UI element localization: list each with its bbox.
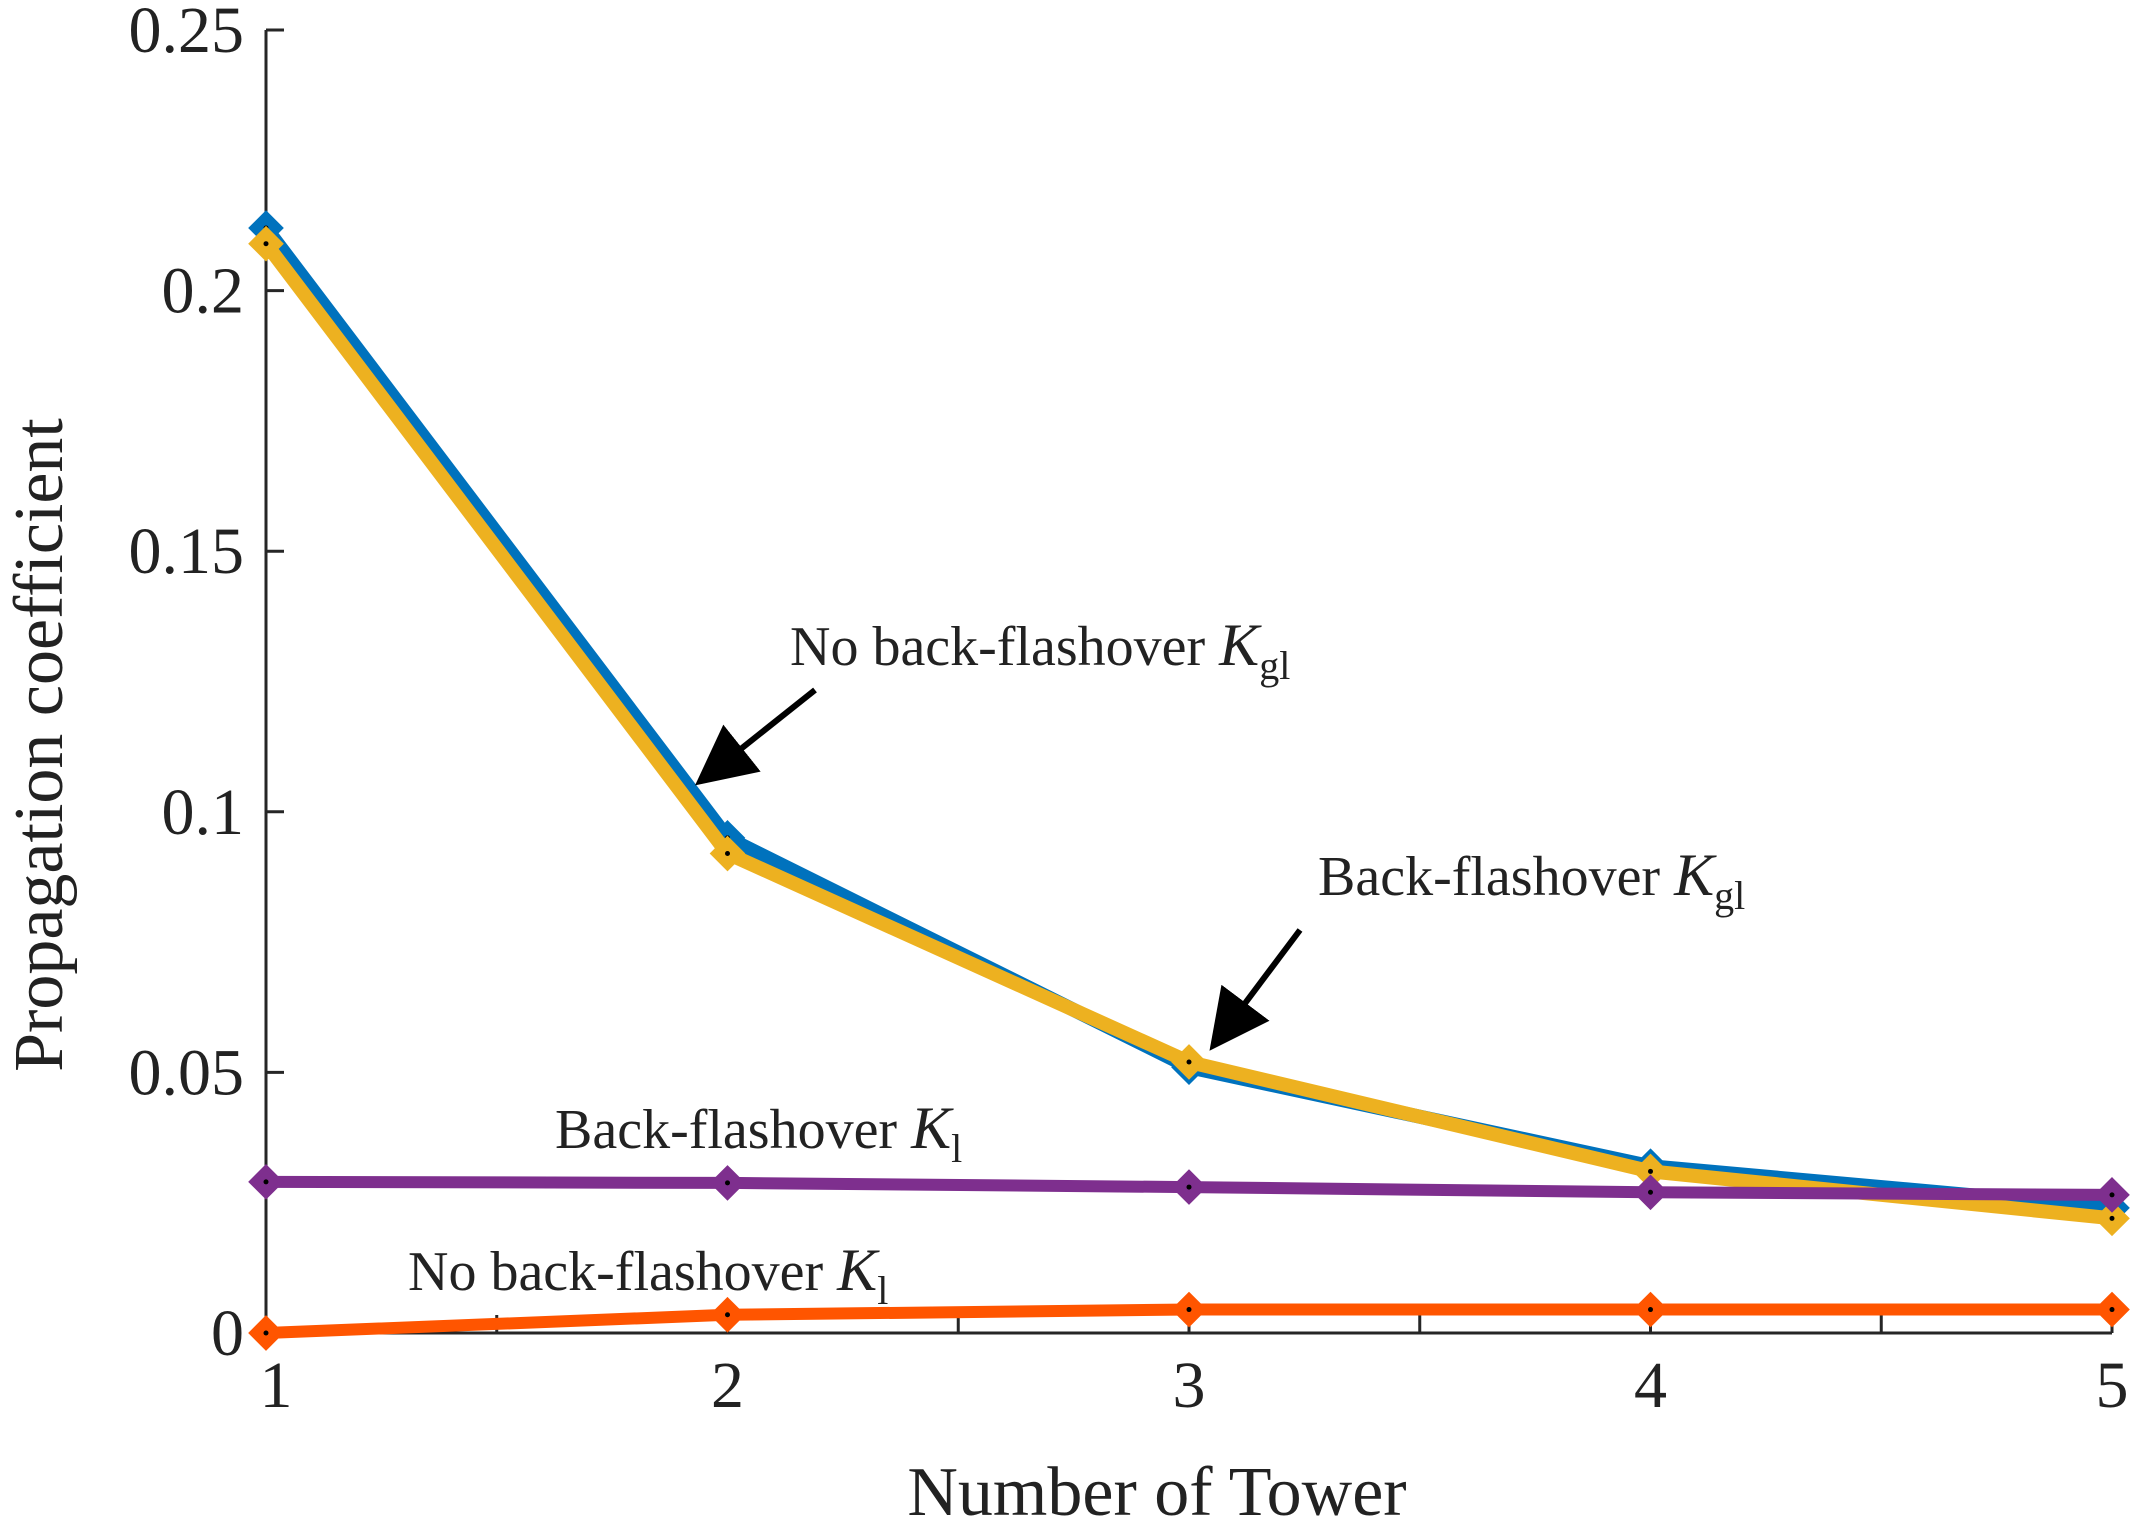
x-tick-label: 4	[1634, 1349, 1667, 1422]
data-point-dot	[725, 850, 730, 856]
y-tick-label: 0.1	[162, 776, 245, 849]
y-tick-label: 0.15	[129, 515, 245, 588]
x-tick-label: 5	[2096, 1349, 2129, 1422]
annotation-text: No back-flashover	[790, 616, 1219, 678]
data-point-dot	[263, 1179, 269, 1185]
series-2	[248, 225, 2130, 1237]
axes	[264, 30, 2112, 1335]
data-point-dot	[1186, 1184, 1192, 1190]
y-tick-label: 0.2	[162, 255, 245, 328]
data-point-dot	[2109, 1307, 2115, 1313]
y-tick-label: 0.05	[129, 1036, 245, 1109]
series-3	[248, 1164, 2130, 1213]
x-axis-label: Number of Tower	[907, 1454, 1406, 1531]
annotation-subscript: l	[877, 1268, 888, 1313]
y-tick-label: 0	[211, 1297, 244, 1370]
data-point-dot	[263, 1330, 269, 1336]
annotation-label: No back-flashover Kgl	[790, 612, 1290, 688]
y-axis-ticks: 0 0.05 0.1 0.15 0.2 0.25	[129, 0, 284, 1370]
annotation-subscript: l	[951, 1126, 962, 1171]
annotation-text: No back-flashover	[408, 1241, 837, 1303]
series-4	[248, 1291, 2130, 1351]
annotation-arrow	[1209, 928, 1303, 1051]
annotation-symbol: K	[1673, 842, 1717, 908]
annotation-label: Back-flashover Kl	[555, 1095, 962, 1171]
annotation-subscript: gl	[1714, 873, 1745, 918]
data-point-dot	[2109, 1215, 2115, 1221]
data-point-dot	[1648, 1307, 1653, 1313]
x-axis-ticks: 1 2 3 4 5	[260, 1315, 2129, 1422]
annotation-subscript: gl	[1259, 643, 1290, 688]
annotation-arrow	[695, 687, 817, 786]
annotation-symbol: K	[836, 1237, 880, 1303]
x-tick-label: 1	[260, 1349, 293, 1422]
data-point-dot	[1186, 1059, 1192, 1065]
annotation-symbol: K	[910, 1095, 954, 1161]
annotation-text: Back-flashover	[1318, 846, 1674, 908]
data-point-dot	[1648, 1189, 1653, 1195]
y-tick-label: 0.25	[129, 0, 245, 67]
annotation-symbol: K	[1218, 612, 1262, 678]
annotation-label: Back-flashover Kgl	[1318, 842, 1745, 918]
x-tick-label: 3	[1173, 1349, 1206, 1422]
data-point-dot	[2109, 1192, 2115, 1198]
data-point-dot	[1186, 1307, 1192, 1313]
annotation-text: Back-flashover	[555, 1099, 911, 1161]
data-point-dot	[1648, 1168, 1653, 1174]
y-axis-label: Propagation coefficient	[1, 418, 78, 1072]
data-point-dot	[263, 241, 269, 247]
data-point-dot	[725, 1180, 730, 1186]
annotation-label: No back-flashover Kl	[408, 1237, 888, 1313]
data-point-dot	[725, 1312, 730, 1318]
x-tick-label: 2	[711, 1349, 744, 1422]
series-layer	[248, 210, 2130, 1351]
